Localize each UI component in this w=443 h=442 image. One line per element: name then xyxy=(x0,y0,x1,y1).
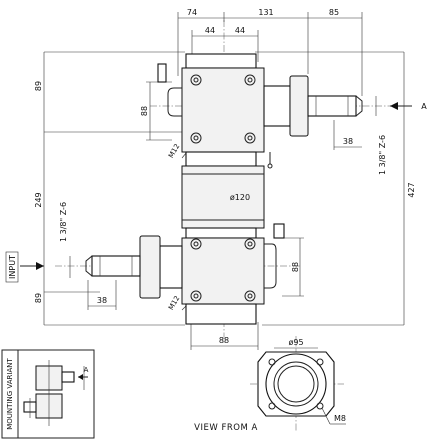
mounting-variant-inset xyxy=(1,349,95,439)
dim-left-mid: 249 xyxy=(34,192,43,207)
dimension-lines xyxy=(43,12,405,350)
dim-top-right: 85 xyxy=(329,8,339,17)
dim-lower-shaft-length: 38 xyxy=(97,296,107,305)
dim-left-top: 89 xyxy=(34,81,43,91)
input-arrow xyxy=(5,251,44,283)
dim-top-mid: 131 xyxy=(258,8,273,17)
dim-upper-shaft-length: 38 xyxy=(343,137,353,146)
view-arrow xyxy=(390,102,412,110)
input-label: INPUT xyxy=(8,255,17,279)
mounting-variant-label: MOUNTING VARIANT xyxy=(6,358,14,430)
dim-upper-spline: 1 3/8" Z-6 xyxy=(378,135,387,175)
mounting-variant-arrow-label: A xyxy=(84,366,89,374)
dim-inner-right: 44 xyxy=(235,26,245,35)
dim-top-left: 74 xyxy=(187,8,197,17)
dim-lower-bolt: M12 xyxy=(167,295,181,312)
upper-gearbox xyxy=(157,53,363,169)
view-from-a-title: VIEW FROM A xyxy=(194,423,258,433)
dim-upper-bolt: M12 xyxy=(167,143,181,160)
dim-bottom-width: 88 xyxy=(219,336,229,345)
dim-view-diameter: ø95 xyxy=(288,338,303,347)
middle-housing xyxy=(181,165,265,229)
annotation-labels: INPUT A VIEW FROM A MOUNTING VARIANT A xyxy=(6,102,427,433)
dim-lower-spline: 1 3/8" Z-6 xyxy=(59,202,68,242)
dim-upper-flange: 88 xyxy=(140,106,149,116)
dim-lower-flange: 88 xyxy=(291,262,300,272)
dim-left-bottom: 89 xyxy=(34,293,43,303)
lower-gearbox xyxy=(85,223,285,325)
dim-inner-left: 44 xyxy=(205,26,215,35)
view-from-a xyxy=(257,347,346,425)
view-arrow-label: A xyxy=(421,102,427,111)
dim-view-bolt: M8 xyxy=(334,414,346,423)
dim-right-total: 427 xyxy=(407,182,416,197)
dim-body-diameter: ø120 xyxy=(230,193,250,202)
